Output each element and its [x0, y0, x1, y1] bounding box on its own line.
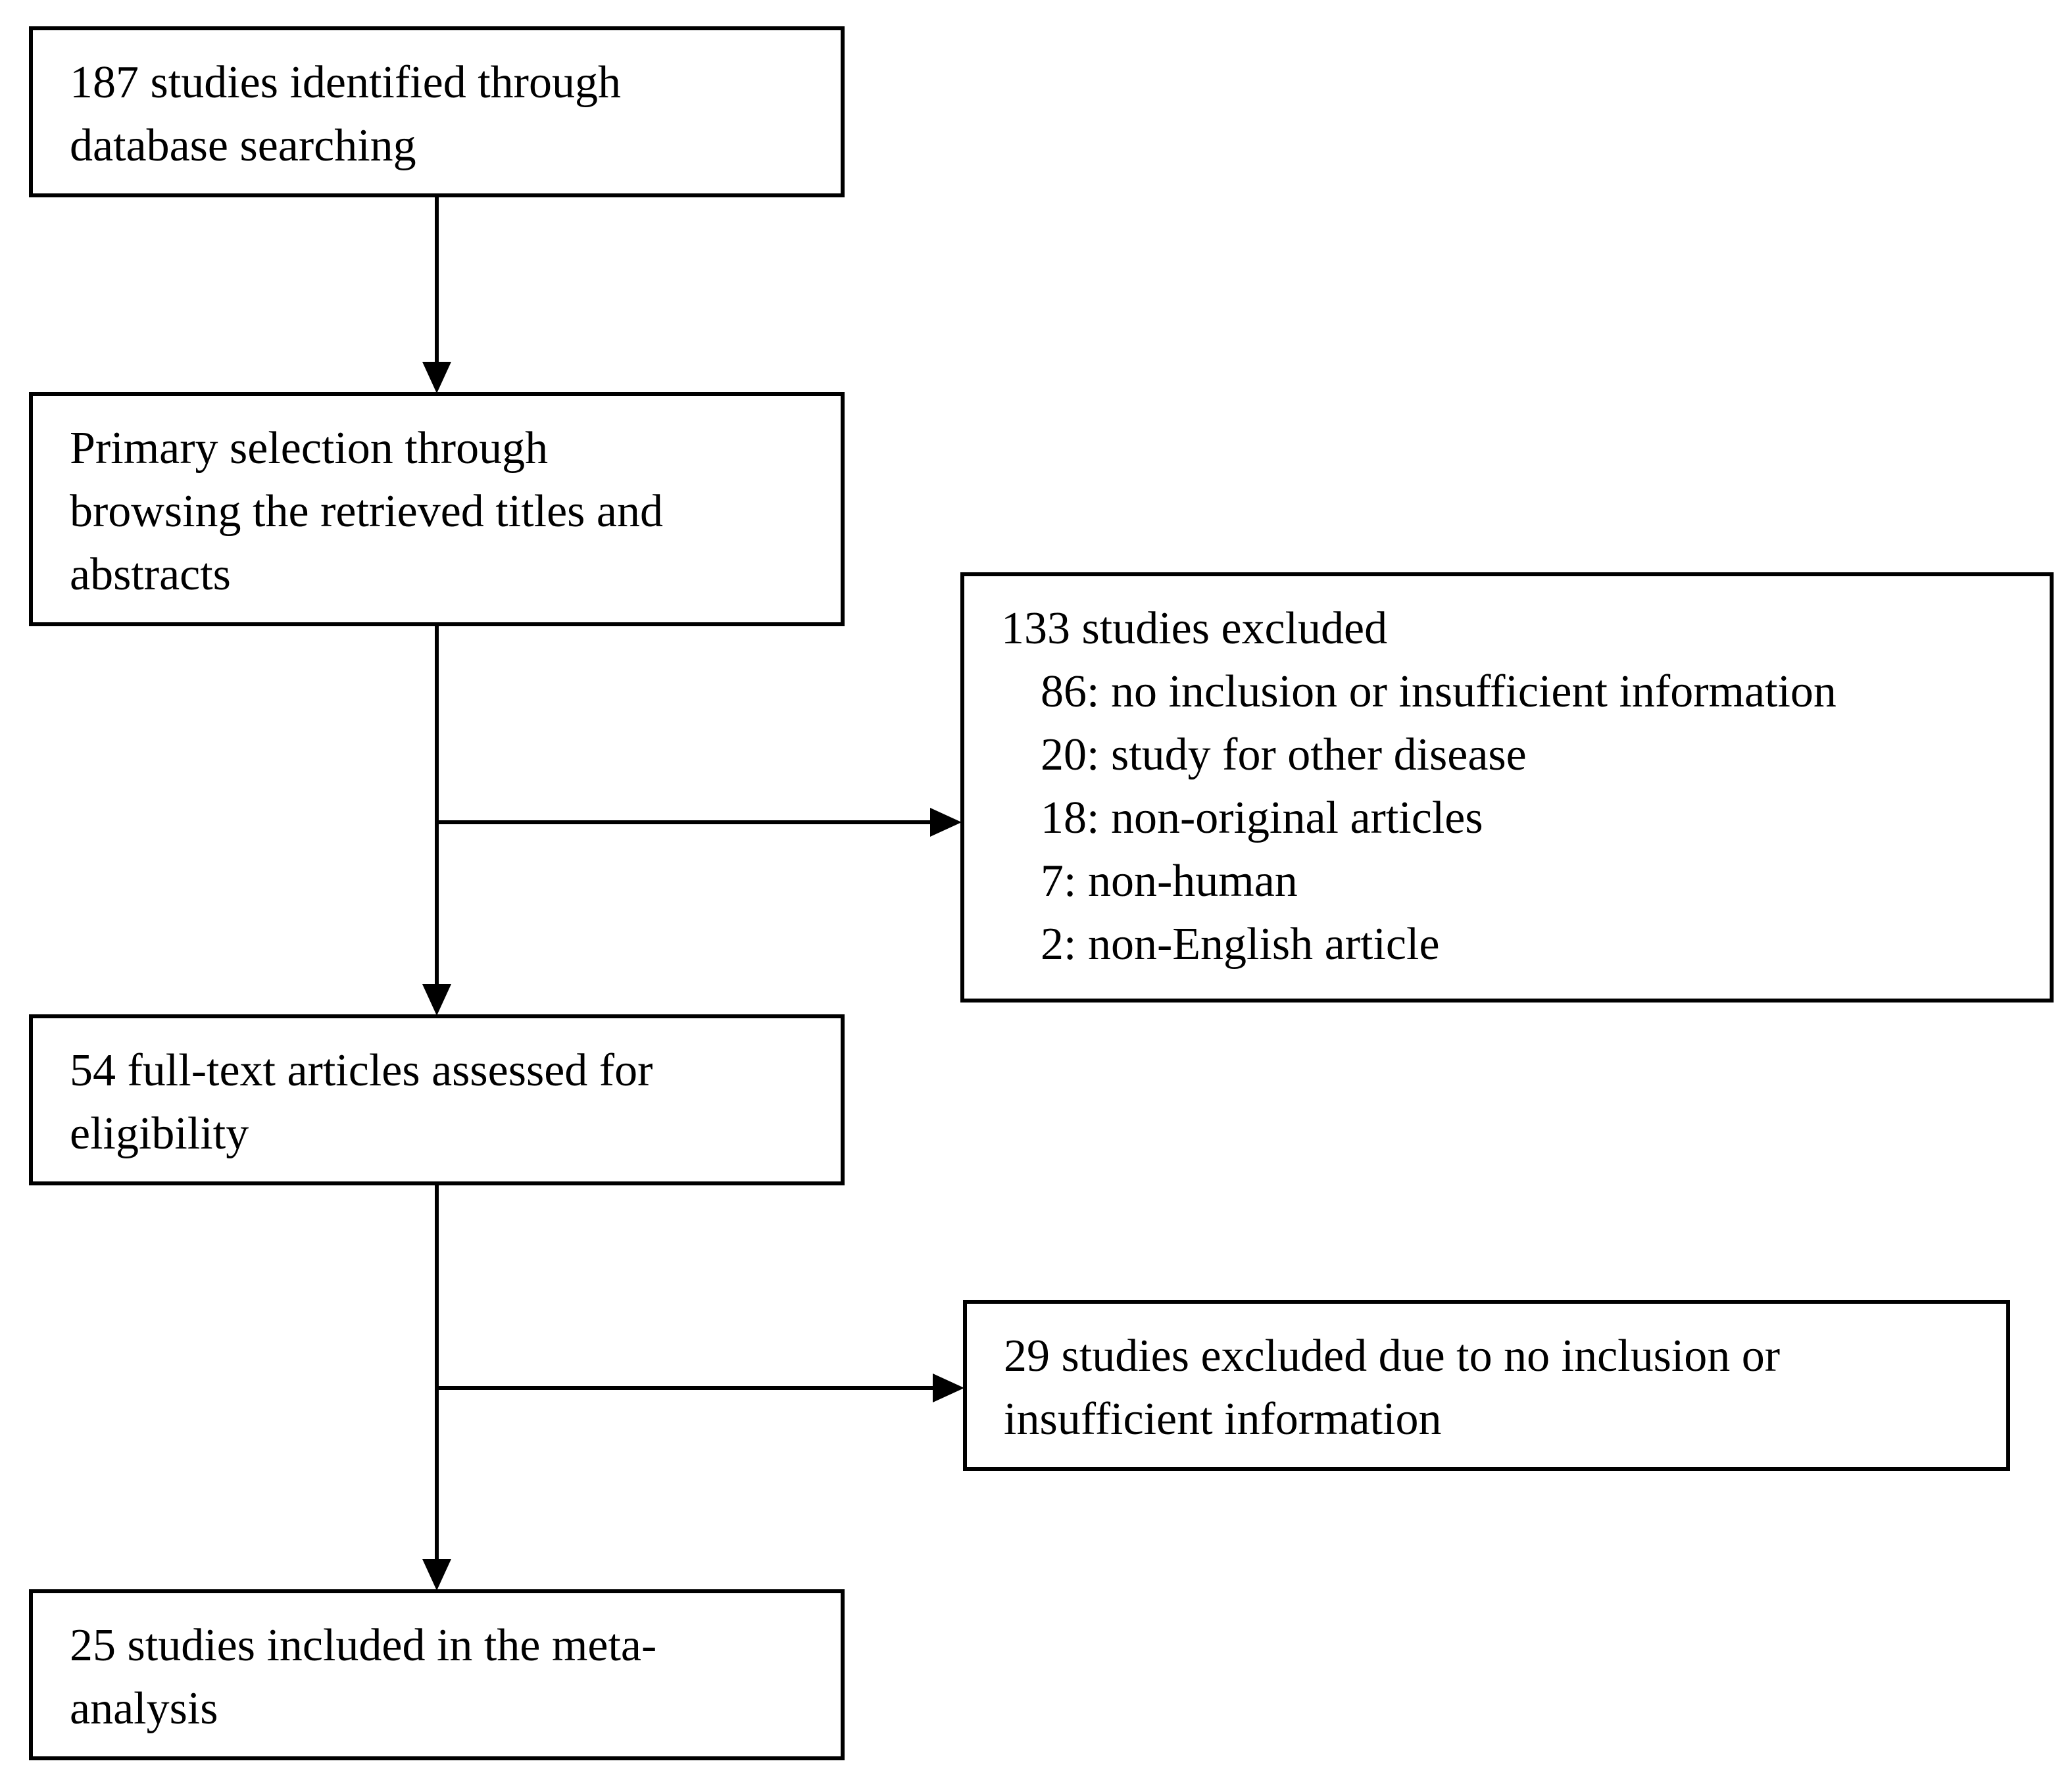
first-exclusion-title: 133 studies excluded	[1001, 603, 1388, 654]
included-line-2: analysis	[70, 1683, 218, 1734]
primary-selection-line-3: abstracts	[70, 549, 231, 600]
first-exclusion-box: 133 studies excluded 86: no inclusion or…	[960, 572, 2054, 1002]
primary-selection-box: Primary selection through browsing the r…	[29, 392, 845, 626]
exclusion-reason: 2: non-English article	[1041, 919, 1440, 970]
arrowhead-identified-to-primary	[422, 362, 451, 393]
full-text-line-2: eligibility	[70, 1108, 249, 1159]
full-text-line-1: 54 full-text articles assessed for	[70, 1045, 653, 1096]
full-text-box: 54 full-text articles assessed for eligi…	[29, 1014, 845, 1185]
second-exclusion-line-2: insufficient information	[1004, 1394, 1442, 1445]
exclusion-reason: 7: non-human	[1041, 856, 1298, 906]
arrowhead-first-exclusion	[930, 808, 962, 837]
identified-line-1: 187 studies identified through	[70, 57, 621, 108]
arrowhead-second-exclusion	[933, 1374, 964, 1402]
identified-box: 187 studies identified through database …	[29, 26, 845, 197]
included-line-1: 25 studies included in the meta-	[70, 1620, 657, 1671]
included-box: 25 studies included in the meta- analysi…	[29, 1589, 845, 1760]
second-exclusion-line-1: 29 studies excluded due to no inclusion …	[1004, 1331, 1781, 1381]
exclusion-reason: 18: non-original articles	[1041, 793, 1483, 843]
primary-selection-line-1: Primary selection through	[70, 423, 549, 474]
arrowhead-fulltext-to-included	[422, 1559, 451, 1591]
second-exclusion-box: 29 studies excluded due to no inclusion …	[963, 1300, 2010, 1471]
exclusion-reason: 20: study for other disease	[1041, 730, 1527, 780]
arrowhead-primary-to-fulltext	[422, 984, 451, 1016]
primary-selection-line-2: browsing the retrieved titles and	[70, 486, 663, 537]
identified-line-2: database searching	[70, 120, 416, 171]
exclusion-reason: 86: no inclusion or insufficient informa…	[1041, 666, 1837, 717]
